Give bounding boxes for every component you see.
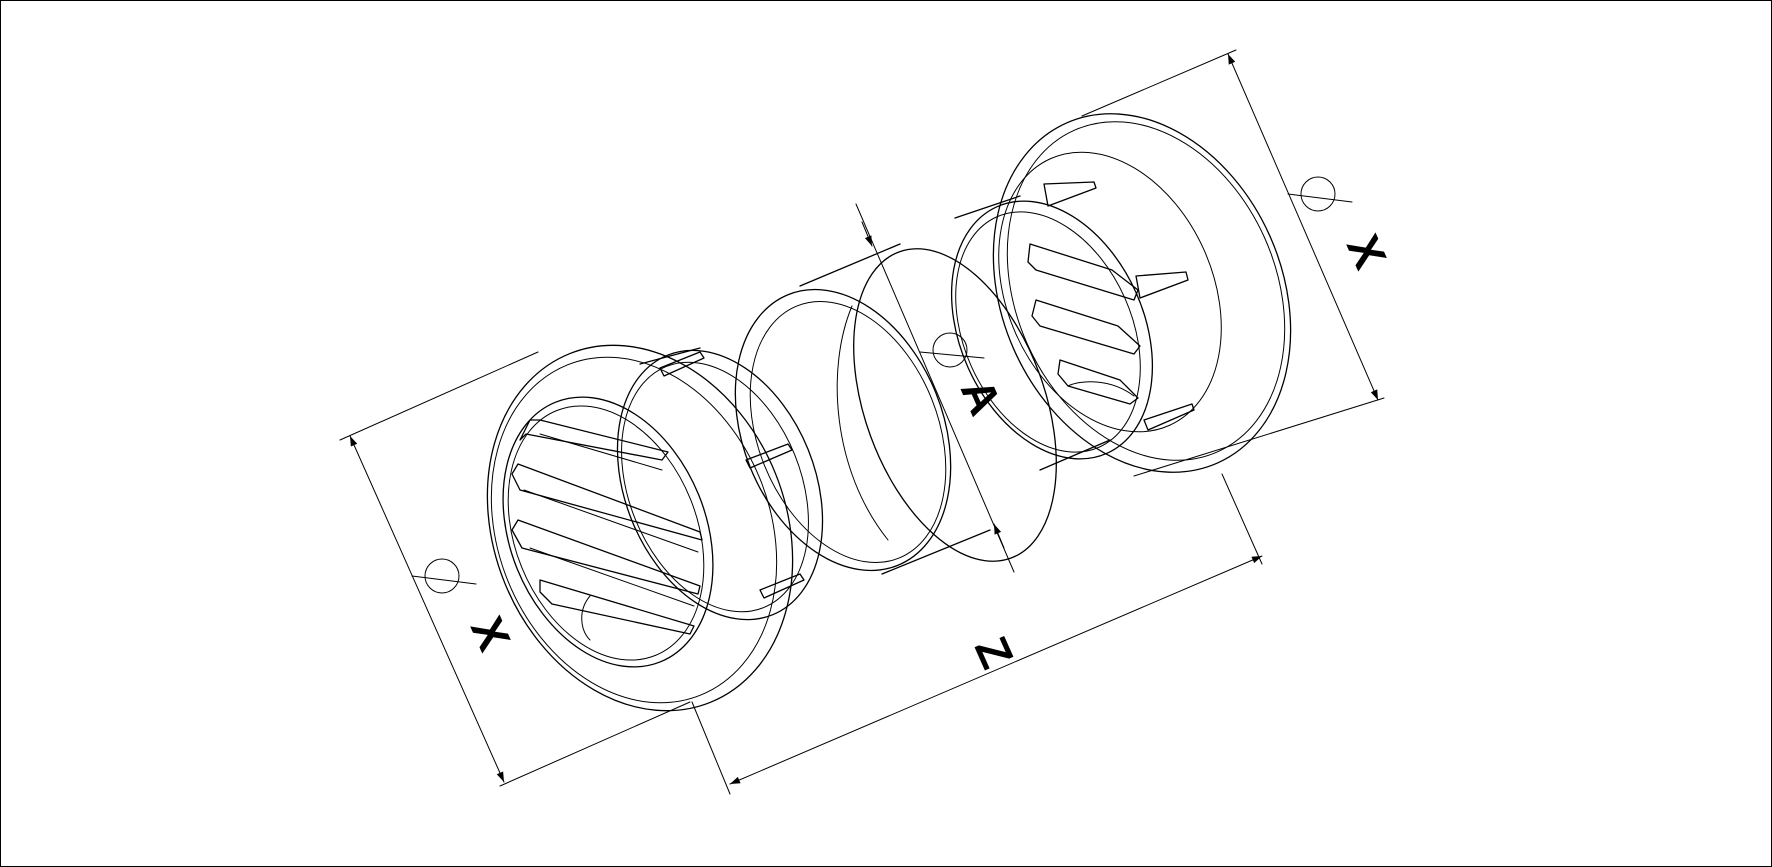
front-clip-bottom [759,573,805,599]
rear-louvre-2 [1031,299,1141,355]
rear-grille [950,113,1292,473]
front-opening-outer [502,396,714,668]
diameter-symbol [919,332,985,368]
front-louvre-2 [511,463,703,541]
dimension-a-sleeve: A [855,203,1015,573]
extension-line-bottom [499,701,691,787]
extension-line-top [1081,49,1237,117]
front-opening-inner [507,405,705,661]
dimension-line [349,435,505,783]
dimension-label: X [1337,227,1397,276]
dimension-label: Z [965,629,1024,676]
rear-clip-mid [1135,271,1189,299]
sleeve-tube [734,243,1057,575]
front-louvre-4 [539,579,695,635]
rear-flange-outer [992,113,1292,473]
sleeve-far-rim [853,248,1057,562]
dimension-line [855,203,1015,573]
extension-line-left [691,701,731,795]
front-louvre-3 [511,519,701,595]
rear-collar-outer [950,200,1154,460]
rear-flange-inner [1006,121,1286,461]
front-collar-inner [621,361,809,613]
sleeve-near-rim-outer [734,288,952,572]
front-clip-mid [745,443,793,469]
diameter-symbol [1287,176,1353,212]
rear-louvre-1 [1027,243,1139,301]
rear-clip-top [1043,181,1097,207]
dimension-line [1227,53,1379,401]
rear-flange-recess [998,151,1222,433]
dimension-line [729,555,1263,785]
diameter-symbol [411,558,477,594]
sleeve-inner-arc [836,305,889,541]
front-inner-curve [581,595,591,641]
extension-line-bottom [1133,397,1385,477]
rear-louvre-3 [1057,359,1139,405]
front-clip-top [659,351,705,377]
dimension-label: X [461,609,521,658]
front-grille [486,344,824,712]
rear-clip-bottom [1143,403,1195,431]
front-flange-outer [486,344,794,712]
rear-collar-inner [955,211,1141,453]
front-louvre-1 [519,419,669,461]
dimension-x-rear: X [1081,49,1397,477]
extension-line-right [1221,473,1263,565]
extension-line-top [339,351,539,441]
dimension-x-front: X [339,351,691,787]
front-flange-inner [490,356,778,704]
